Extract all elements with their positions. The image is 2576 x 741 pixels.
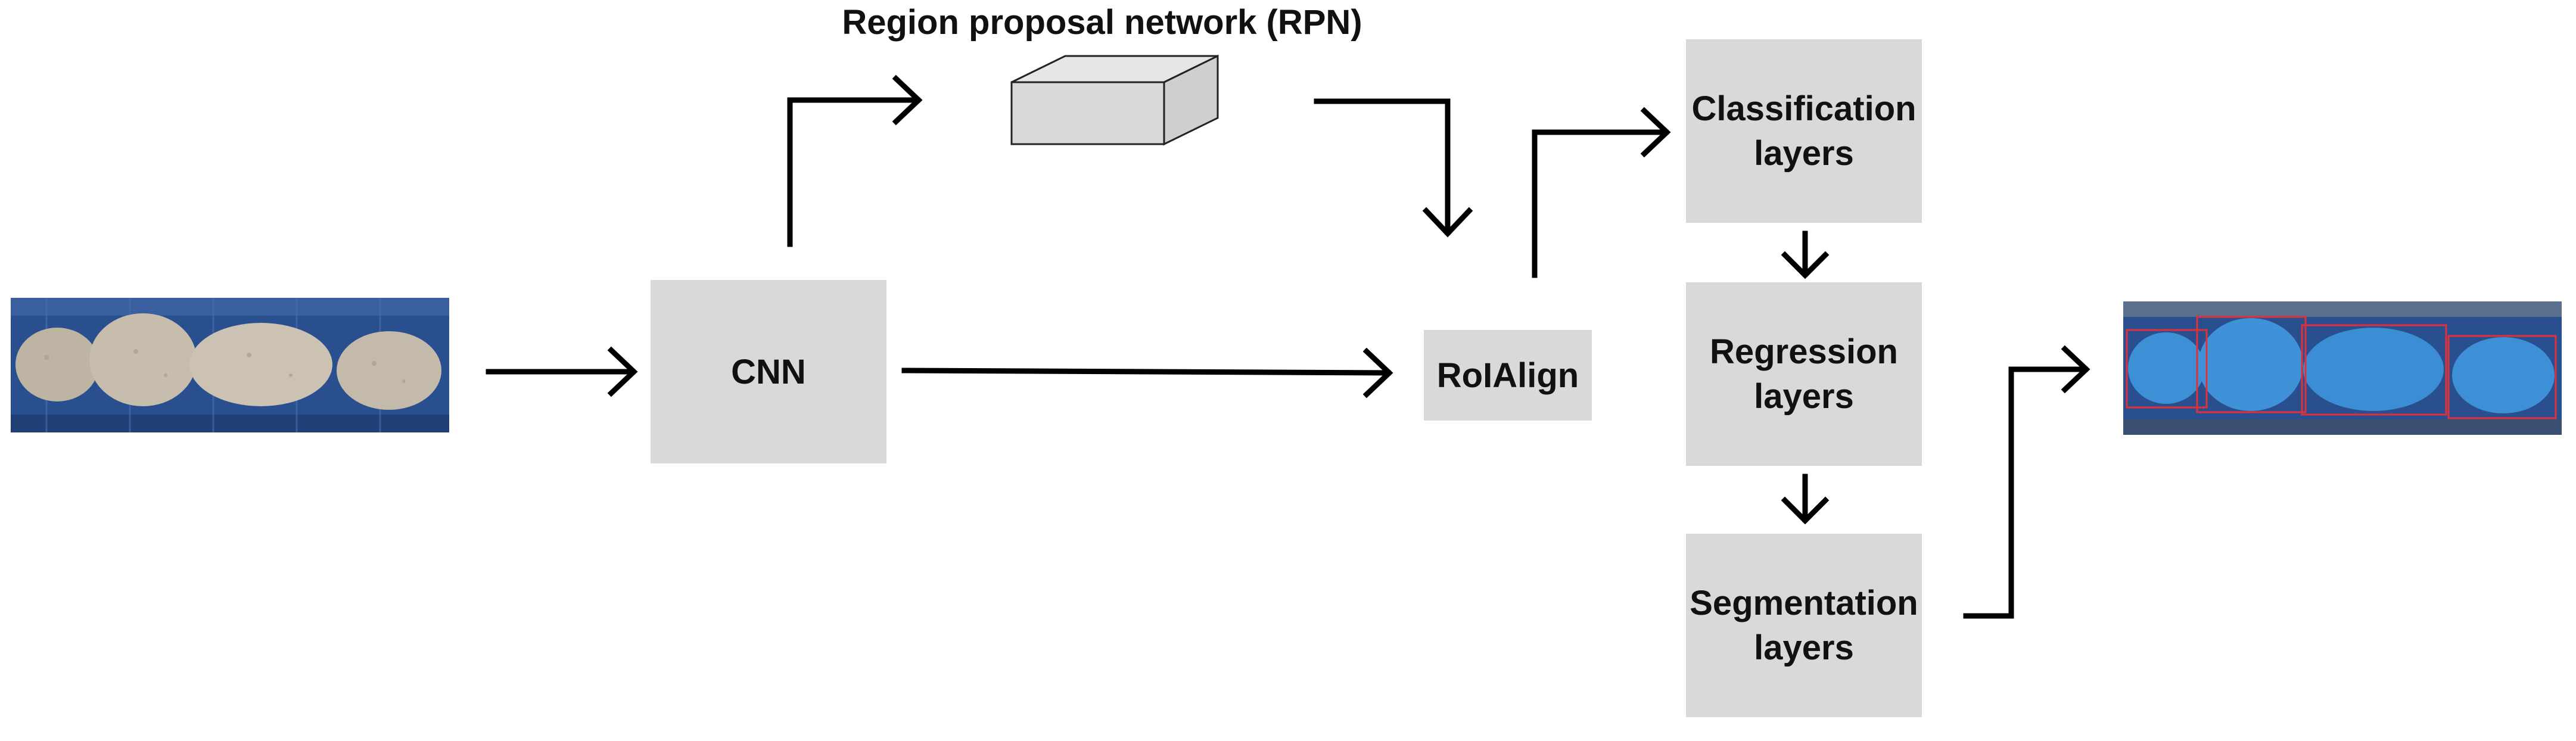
roialign-box: RoIAlign [1424, 330, 1592, 421]
roialign-label: RoIAlign [1436, 356, 1579, 395]
regression-label: Regression layers [1710, 332, 1898, 416]
input-potato-image [11, 298, 449, 432]
segmented-output-image [2123, 301, 2562, 435]
arrowhead-cnn-to-rpn [892, 74, 923, 126]
arrow-cnn-to-rpn [787, 97, 920, 247]
arrowhead-classification-to-regression [1781, 251, 1830, 279]
arrowhead-segmentation-to-output [2061, 345, 2090, 394]
arrow-rpn-to-roialign [1314, 98, 1451, 235]
segmentation-label: Segmentation layers [1690, 584, 1918, 667]
rpn-title: Region proposal network (RPN) [842, 3, 1362, 42]
arrow-segmentation-to-output [1963, 366, 2088, 619]
arrowhead-input-to-cnn [607, 346, 638, 397]
cnn-label: CNN [731, 352, 806, 391]
arrowhead-roialign-to-classification [1640, 107, 1671, 158]
cnn-box: CNN [651, 280, 886, 463]
arrowhead-regression-to-segmentation [1781, 496, 1830, 525]
classification-layers-box: Classification layers [1686, 39, 1922, 223]
classification-label: Classification layers [1691, 89, 1917, 173]
arrowhead-cnn-to-roialign [1362, 347, 1393, 398]
arrow-roialign-to-classification [1532, 129, 1669, 278]
regression-layers-box: Regression layers [1686, 282, 1922, 466]
arrow-cnn-to-roialign [901, 368, 1391, 376]
segmentation-layers-box: Segmentation layers [1686, 534, 1922, 717]
arrowhead-rpn-to-roialign [1422, 207, 1473, 238]
rpn-3d-box [1010, 54, 1219, 146]
